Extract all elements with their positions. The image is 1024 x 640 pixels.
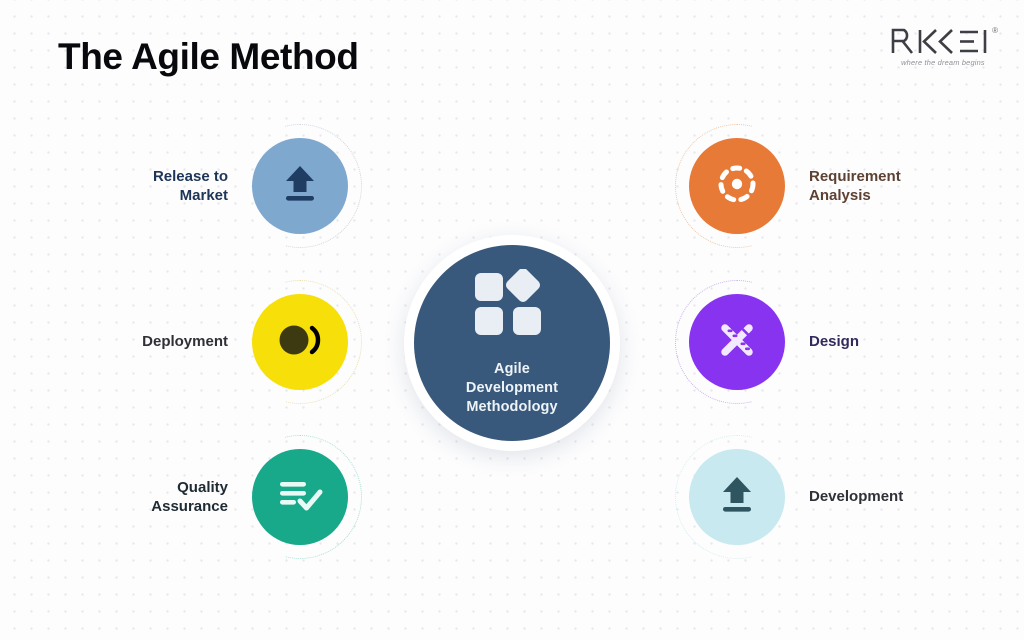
node-release-to-market[interactable]: Release to Market bbox=[132, 124, 362, 248]
rikkei-wordmark-icon: ® bbox=[890, 26, 998, 56]
deployment-circle-arc-icon bbox=[276, 320, 324, 365]
node-label-deployment: Deployment bbox=[142, 333, 228, 351]
pencil-ruler-cross-icon bbox=[713, 316, 761, 369]
node-label-development: Development bbox=[809, 488, 904, 506]
node-label-release-to-market: Release to Market bbox=[152, 167, 228, 204]
rikkei-logo: ® where the dream begins bbox=[890, 26, 998, 67]
node-development[interactable]: Development bbox=[675, 435, 904, 559]
node-bubble-release-to-market bbox=[252, 124, 362, 248]
dashed-target-icon bbox=[714, 161, 760, 212]
page-title: The Agile Method bbox=[58, 36, 359, 77]
four-blocks-icon bbox=[473, 267, 551, 344]
center-hub: Agile Development Methodology bbox=[404, 235, 620, 451]
node-bubble-design bbox=[675, 280, 785, 404]
node-bubble-development bbox=[675, 435, 785, 559]
node-circle-requirement-analysis bbox=[689, 138, 785, 234]
registered-mark-icon: ® bbox=[992, 26, 998, 35]
node-circle-quality-assurance bbox=[252, 449, 348, 545]
node-bubble-requirement-analysis bbox=[675, 124, 785, 248]
node-circle-deployment bbox=[252, 294, 348, 390]
node-label-quality-assurance: Quality Assurance bbox=[151, 478, 228, 515]
node-bubble-deployment bbox=[252, 280, 362, 404]
center-hub-label: Agile Development Methodology bbox=[465, 360, 559, 416]
node-circle-release-to-market bbox=[252, 138, 348, 234]
node-circle-design bbox=[689, 294, 785, 390]
node-deployment[interactable]: Deployment bbox=[132, 280, 362, 404]
node-quality-assurance[interactable]: Quality Assurance bbox=[132, 435, 362, 559]
node-requirement-analysis[interactable]: Requirement Analysis bbox=[675, 124, 901, 248]
center-hub-circle: Agile Development Methodology bbox=[414, 245, 610, 441]
node-label-requirement-analysis: Requirement Analysis bbox=[809, 167, 901, 204]
node-label-design: Design bbox=[809, 333, 860, 351]
node-bubble-quality-assurance bbox=[252, 435, 362, 559]
upload-arrow-icon bbox=[717, 473, 757, 522]
checklist-check-icon bbox=[276, 475, 324, 520]
node-design[interactable]: Design bbox=[675, 280, 860, 404]
upload-arrow-icon bbox=[280, 162, 320, 211]
node-circle-development bbox=[689, 449, 785, 545]
logo-tagline: where the dream begins bbox=[901, 58, 985, 67]
